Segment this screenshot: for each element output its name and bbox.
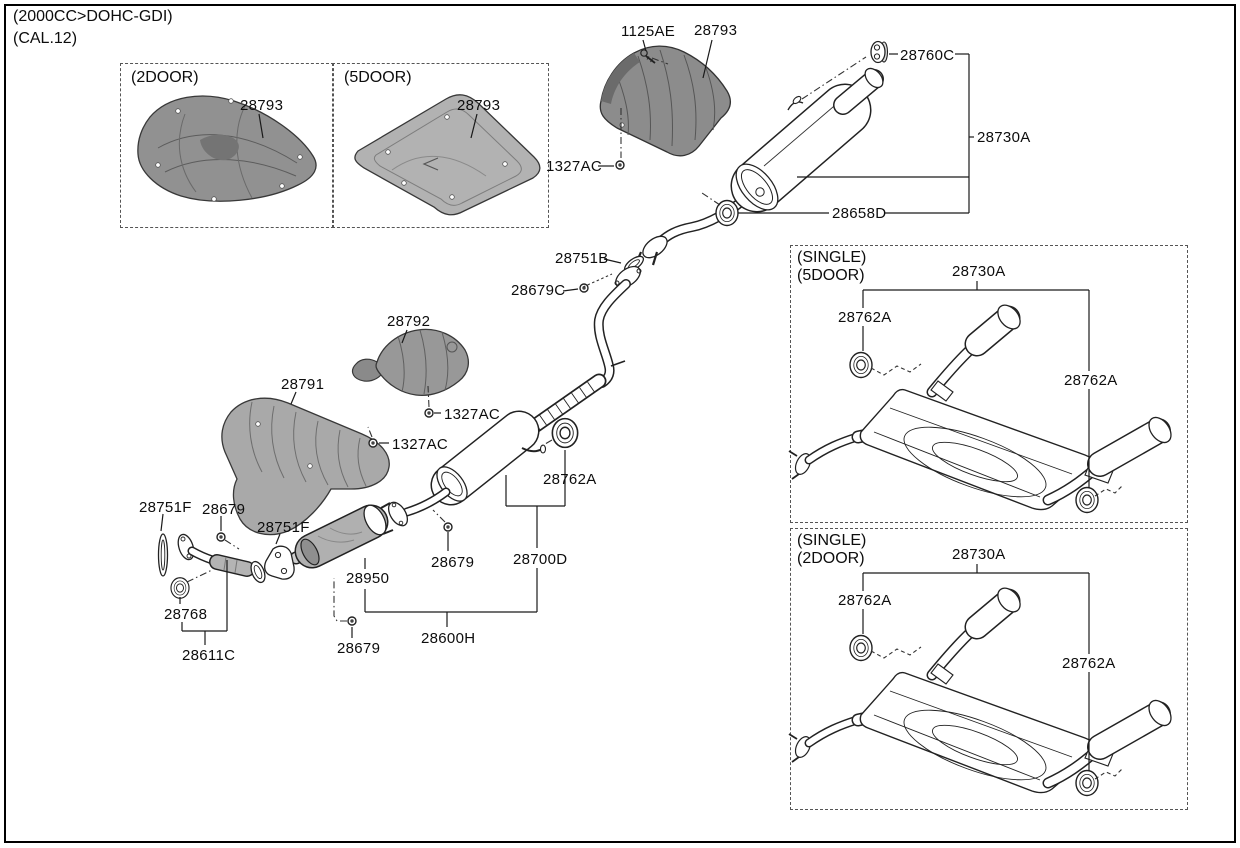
variant-box-single-5door [790, 245, 1188, 523]
bolt-guide-dotted-line [582, 273, 613, 288]
center-muffler-illustration [387, 410, 547, 527]
single-rear-muffler-2door-illustration [789, 564, 1176, 796]
variant-box-5door [332, 63, 549, 228]
heat-protector-center-illustration [599, 45, 732, 157]
heat-protector-28791-illustration [221, 397, 390, 536]
nut-28679-left-icon [216, 532, 226, 542]
nut-1327ac-mid1-icon [424, 408, 434, 418]
heat-protector-28792-illustration [351, 328, 470, 397]
hanger-28768-icon [170, 577, 190, 599]
heat-protector-5door-illustration [354, 94, 541, 216]
single-rear-muffler-illustration [788, 281, 1172, 514]
heat-protector-2door-illustration [137, 95, 317, 202]
catalyst-28950-illustration [289, 502, 394, 569]
page-border [4, 4, 1236, 843]
bolt-28679c-icon [579, 283, 589, 293]
rear-muffler-main-illustration [634, 67, 884, 266]
mid-pipe-illustration [521, 279, 631, 438]
variant-box-2door [120, 63, 334, 228]
nut-28679-upper-icon [443, 522, 453, 532]
hanger-28760c-icon [870, 40, 889, 64]
nut-1327ac-mid2-icon [368, 438, 378, 448]
bolt-1125ae-icon [640, 49, 656, 64]
callout-leader-lines [160, 39, 974, 645]
assembly-guide-lines [186, 56, 867, 622]
front-pipe-illustration [157, 533, 295, 584]
hanger-28762a-center-icon [551, 417, 579, 449]
nut-28679-lower-icon [347, 616, 357, 626]
variant-box-single-2door [790, 528, 1188, 810]
nut-1327ac-tunnel-icon [615, 160, 625, 170]
